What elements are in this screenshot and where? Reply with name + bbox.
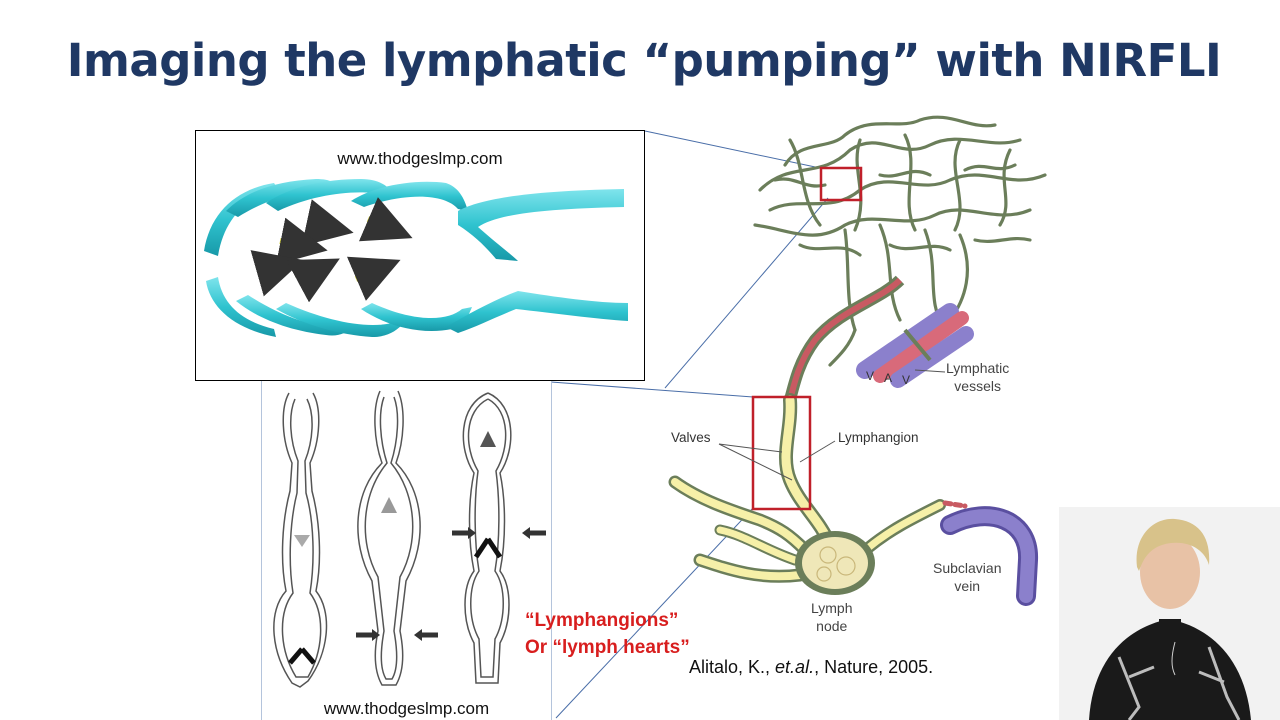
slide-title: Imaging the lymphatic “pumping” with NIR… [66, 34, 1222, 87]
presenter-silhouette [1059, 507, 1280, 720]
initial-lymphatic-valve-panel: www.thodgeslmp.com [195, 130, 645, 381]
capillary-network [753, 115, 1047, 367]
subclavian-vein-label: Subclavian vein [933, 559, 1002, 595]
lymphatic-vessels-label: Lymphatic vessels [946, 359, 1009, 395]
lymphangion-pumping-panel: www.thodgeslmp.com [261, 381, 552, 720]
valve-panel-caption: www.thodgeslmp.com [337, 149, 503, 168]
subclavian-line-1: Subclavian [933, 560, 1002, 576]
valves-label: Valves [671, 430, 711, 445]
lymphatic-vessels-line-1: Lymphatic [946, 360, 1010, 376]
lymph-node-line-2: node [816, 618, 848, 634]
lymphangion-panel-caption: www.thodgeslmp.com [323, 699, 490, 718]
vein-letter-right: V [902, 373, 910, 387]
lymph-hearts-label: “Lymphangions” Or “lymph hearts” [525, 607, 690, 661]
citation-rest: , Nature, 2005. [814, 657, 934, 677]
presenter-video [1059, 507, 1280, 720]
citation-etal: et.al. [775, 657, 815, 677]
citation-author: Alitalo, K., [689, 657, 776, 677]
blood-vessel-bundle [856, 303, 974, 388]
capillary-highlight-box [819, 166, 863, 202]
lymph-hearts-line-1: “Lymphangions” [525, 610, 679, 631]
lymph-node-line-1: Lymph [811, 600, 853, 616]
valve-illustration [204, 179, 628, 337]
lymphangion-highlight-box [751, 395, 812, 511]
lymphatic-vessels-line-2: vessels [954, 378, 1001, 394]
vein-letter-left: V [866, 369, 874, 383]
lymph-hearts-line-2: Or “lymph hearts” [525, 637, 690, 658]
subclavian-line-2: vein [954, 578, 981, 594]
artery-letter: A [884, 371, 892, 385]
lymphangion-illustration [273, 390, 546, 688]
lymphangion-label: Lymphangion [838, 430, 919, 445]
citation: Alitalo, K., et.al., Nature, 2005. [689, 657, 933, 678]
lymph-node-label: Lymph node [811, 599, 853, 635]
